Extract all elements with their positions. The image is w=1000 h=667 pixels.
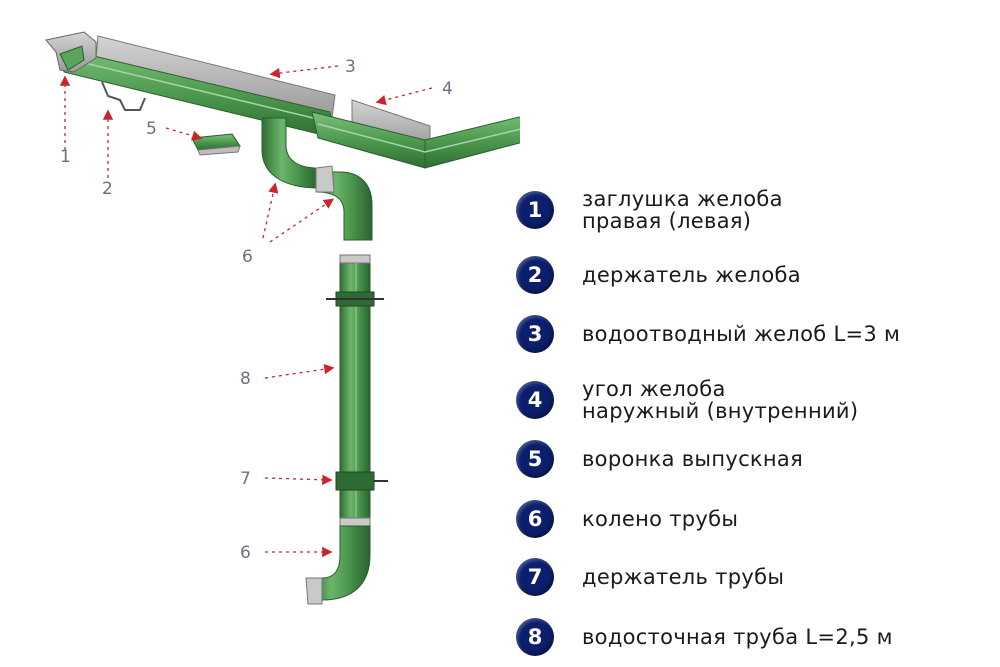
callout-2: 2 bbox=[102, 179, 113, 199]
legend-badge: 4 bbox=[516, 381, 554, 419]
legend-badge: 8 bbox=[516, 618, 554, 656]
leader-7 bbox=[264, 474, 333, 485]
legend-badge: 5 bbox=[516, 440, 554, 478]
legend-label: держатель желоба bbox=[582, 263, 801, 287]
legend-label: водоотводный желоб L=3 м bbox=[582, 322, 901, 346]
pipe-holder-upper bbox=[326, 291, 384, 307]
callout-7: 7 bbox=[240, 469, 251, 489]
callout-8: 8 bbox=[240, 369, 251, 389]
pipe-elbow-lower bbox=[305, 517, 371, 605]
leader-6b bbox=[269, 198, 335, 243]
legend-label: колено трубы bbox=[582, 507, 739, 531]
callout-3: 3 bbox=[345, 57, 356, 77]
pipe-elbow-upper bbox=[261, 117, 373, 241]
legend-badge: 6 bbox=[516, 500, 554, 538]
leader-4 bbox=[375, 87, 433, 106]
gutter-end-cap bbox=[45, 31, 97, 73]
legend-label: держатель трубы bbox=[582, 565, 785, 589]
leader-lines bbox=[59, 65, 433, 558]
gutter-system-diagram: 1 2 3 4 5 6 8 7 6 bbox=[45, 31, 520, 605]
legend-item-7: 7 держатель трубы bbox=[516, 558, 784, 596]
callout-5: 5 bbox=[146, 119, 157, 139]
leader-3 bbox=[269, 65, 339, 79]
legend-item-6: 6 колено трубы bbox=[516, 500, 738, 538]
legend-item-5: 5 воронка выпускная bbox=[516, 440, 803, 478]
gutter-holder-left bbox=[101, 81, 146, 111]
legend-badge: 2 bbox=[516, 256, 554, 294]
leader-6a bbox=[262, 182, 279, 239]
pipe-holder-lower bbox=[335, 471, 388, 491]
callout-6-lower: 6 bbox=[240, 543, 251, 563]
gutter-corner bbox=[311, 99, 520, 169]
gutter-left-section bbox=[59, 35, 336, 139]
legend-item-3: 3 водоотводный желоб L=3 м bbox=[516, 315, 900, 353]
legend-badge: 7 bbox=[516, 558, 554, 596]
legend-item-2: 2 держатель желоба bbox=[516, 256, 801, 294]
legend-item-8: 8 водосточная труба L=2,5 м bbox=[516, 618, 893, 656]
callout-numbers: 1 2 3 4 5 6 8 7 6 bbox=[60, 57, 453, 563]
legend-badge: 3 bbox=[516, 315, 554, 353]
callout-1: 1 bbox=[60, 147, 71, 167]
leader-8 bbox=[264, 364, 335, 379]
legend-label: воронка выпускная bbox=[582, 447, 804, 471]
callout-6-upper: 6 bbox=[242, 247, 253, 267]
outlet-funnel bbox=[191, 133, 241, 156]
leader-5 bbox=[165, 127, 203, 141]
legend-label: водосточная труба L=2,5 м bbox=[582, 625, 893, 649]
legend-badge: 1 bbox=[516, 191, 554, 229]
callout-4: 4 bbox=[442, 79, 453, 99]
